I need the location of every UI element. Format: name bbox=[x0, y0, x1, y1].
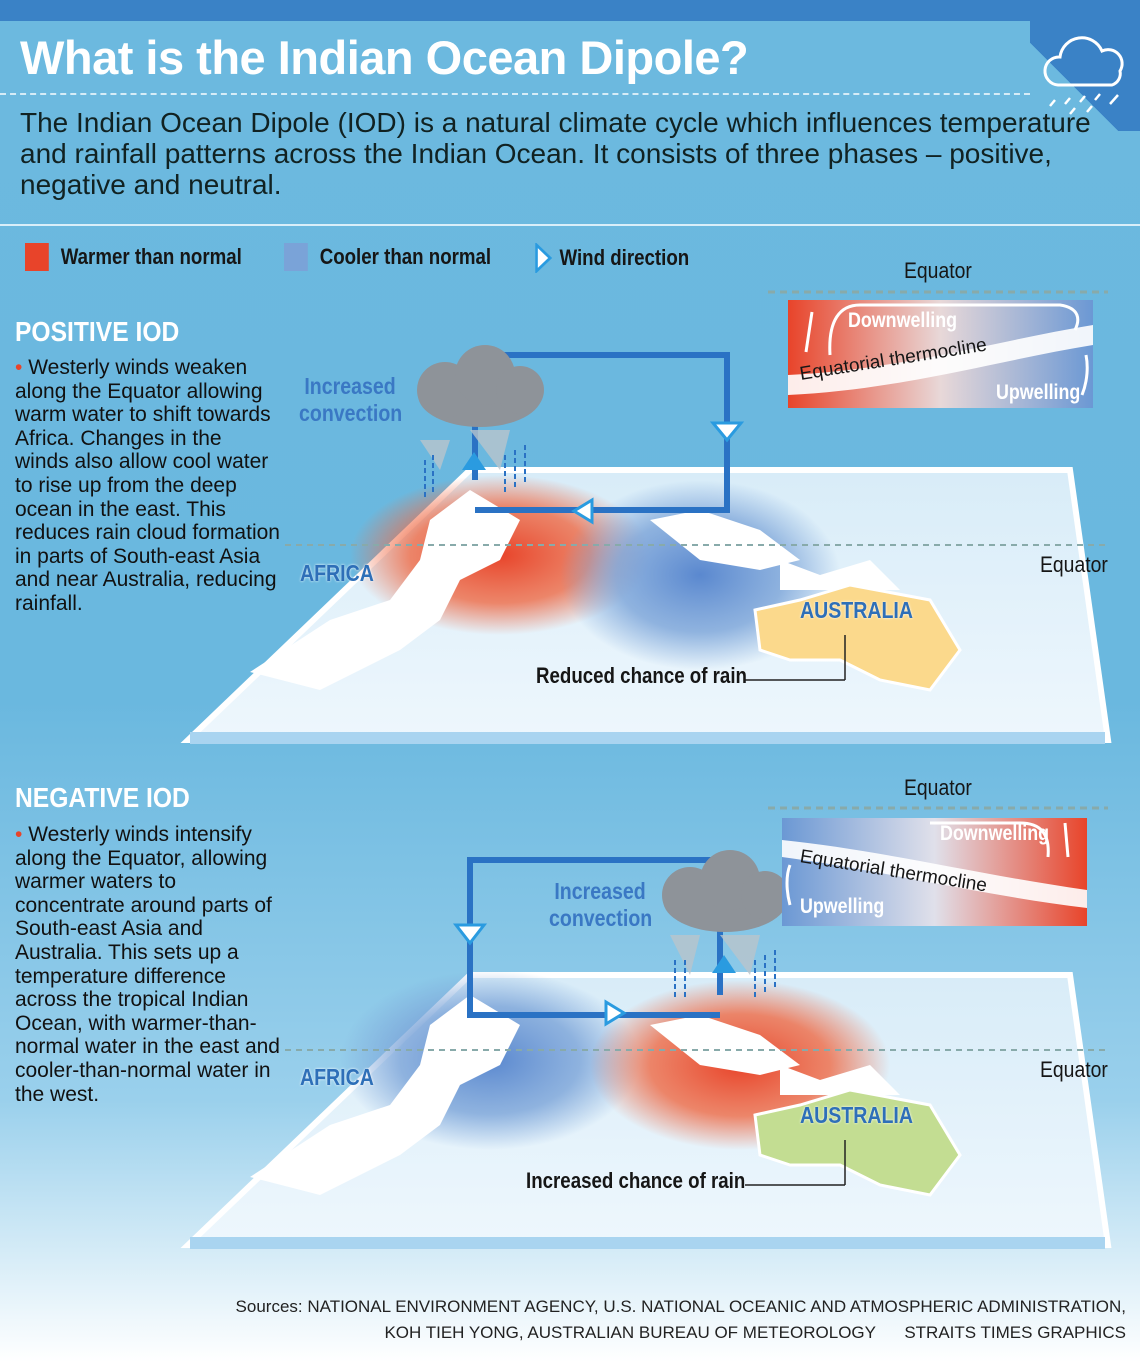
positive-map bbox=[180, 290, 1112, 744]
wind-arrow-icon bbox=[571, 497, 594, 525]
wind-arrow-icon bbox=[452, 923, 488, 946]
legend-warm: Warmer than normal bbox=[25, 243, 242, 271]
positive-description: • Westerly winds weaken along the Equato… bbox=[15, 356, 280, 616]
legend-label: Warmer than normal bbox=[60, 244, 242, 269]
negative-description: • Westerly winds intensify along the Equ… bbox=[15, 823, 280, 1106]
sources-line-1: Sources: NATIONAL ENVIRONMENT AGENCY, U.… bbox=[235, 1297, 1126, 1316]
warm-swatch bbox=[25, 243, 49, 271]
africa-label: AFRICA bbox=[300, 1064, 374, 1090]
australia-label: AUSTRALIA bbox=[800, 597, 913, 623]
rain-label: Reduced chance of rain bbox=[536, 663, 747, 688]
wind-arrow-icon bbox=[709, 421, 745, 443]
positive-text: Westerly winds weaken along the Equator … bbox=[15, 356, 280, 615]
equator-label: Equator bbox=[1040, 552, 1108, 577]
upwelling-label: Upwelling bbox=[800, 895, 885, 918]
negative-map bbox=[180, 806, 1112, 1249]
downwelling-label: Downwelling bbox=[940, 822, 1050, 845]
bullet: • bbox=[15, 356, 23, 379]
australia-wet bbox=[753, 1088, 962, 1197]
legend-label: Cooler than normal bbox=[319, 244, 492, 269]
sources-text: KOH TIEH YONG, AUSTRALIAN BUREAU OF METE… bbox=[384, 1323, 876, 1342]
legend-cool: Cooler than normal bbox=[284, 243, 491, 271]
credit: STRAITS TIMES GRAPHICS bbox=[904, 1323, 1126, 1342]
rain-cloud-icon bbox=[1043, 36, 1124, 115]
negative-heading: NEGATIVE IOD bbox=[15, 782, 190, 813]
bullet: • bbox=[15, 823, 23, 846]
top-bar bbox=[0, 0, 1140, 21]
wind-arrow-icon bbox=[604, 999, 627, 1027]
negative-text: Westerly winds intensify along the Equat… bbox=[15, 823, 280, 1106]
cool-swatch bbox=[284, 243, 308, 271]
upwelling-label: Upwelling bbox=[996, 381, 1081, 404]
wind-arrow-icon bbox=[462, 452, 486, 470]
downwelling-label: Downwelling bbox=[848, 309, 958, 332]
rain-cloud-icon bbox=[662, 850, 789, 1000]
africa-label: AFRICA bbox=[300, 560, 374, 586]
rain-label: Increased chance of rain bbox=[526, 1168, 746, 1193]
legend-label: Wind direction bbox=[559, 245, 690, 270]
divider bbox=[0, 224, 1140, 226]
equator-label: Equator bbox=[904, 258, 972, 283]
wind-arrow-icon bbox=[535, 243, 553, 273]
divider bbox=[0, 93, 1030, 95]
equator-label: Equator bbox=[904, 775, 972, 800]
legend-wind: Wind direction bbox=[534, 243, 689, 273]
australia-label: AUSTRALIA bbox=[800, 1102, 913, 1128]
rain-cloud-icon bbox=[417, 345, 544, 500]
convection-label: Increased convection bbox=[549, 878, 653, 931]
sources-line-2: KOH TIEH YONG, AUSTRALIAN BUREAU OF METE… bbox=[384, 1323, 1126, 1343]
positive-heading: POSITIVE IOD bbox=[15, 316, 180, 347]
australia-dry bbox=[753, 583, 962, 692]
convection-label: Increased convection bbox=[299, 373, 403, 426]
wind-arrow-icon bbox=[712, 955, 736, 973]
intro-text: The Indian Ocean Dipole (IOD) is a natur… bbox=[20, 107, 1091, 200]
equator-label: Equator bbox=[1040, 1057, 1108, 1082]
page-title: What is the Indian Ocean Dipole? bbox=[20, 31, 749, 84]
